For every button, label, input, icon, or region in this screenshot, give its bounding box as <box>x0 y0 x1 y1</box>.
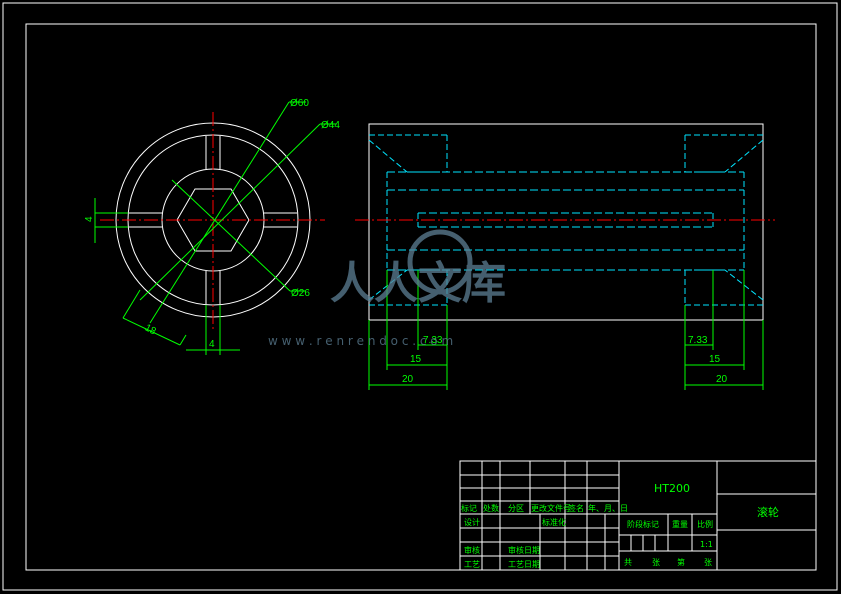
tb-stage-mark: 阶段标记 <box>627 519 659 529</box>
dim-left-20: 20 <box>402 374 414 385</box>
tb-approve-date: 审核日期 <box>508 545 540 555</box>
tb-zone: 分区 <box>508 504 524 513</box>
dia44-leader <box>139 123 321 301</box>
spokes <box>129 136 297 304</box>
dia26-leader <box>171 179 291 292</box>
tb-review: 审核 <box>464 545 480 555</box>
dim-right-7-33: 7.33 <box>688 335 708 346</box>
tb-doc-no: 更改文件号 <box>531 503 571 513</box>
tb-sheet-1: 张 <box>652 558 660 567</box>
watermark-url: w w w . r e n r e n d o c . c o m <box>268 334 453 348</box>
tb-no: 第 <box>677 557 685 567</box>
tb-weight: 重量 <box>672 519 688 529</box>
bore-hidden <box>387 171 744 271</box>
dim-dia44: Ø44 <box>321 120 340 131</box>
tb-part-name: 滚轮 <box>757 505 779 519</box>
tb-mark: 标记 <box>461 503 477 513</box>
dim-left-15: 15 <box>410 354 422 365</box>
inner-frame <box>25 23 817 571</box>
dim-left-7-33: 7.33 <box>423 335 443 346</box>
tb-sign: 签名 <box>568 503 584 513</box>
dia60-leader <box>149 101 290 324</box>
front-view: Ø60 Ø44 Ø26 18 4 4 <box>84 98 340 355</box>
dim-right-15: 15 <box>709 354 721 365</box>
dim-dia26: Ø26 <box>291 288 310 299</box>
side-outline <box>368 123 764 321</box>
tb-design: 设计 <box>464 517 480 527</box>
tb-scale-label: 比例 <box>697 519 713 529</box>
radial-dim-line <box>122 317 181 346</box>
tb-date: 年、月、日 <box>588 503 628 513</box>
watermark-logo-icon <box>407 229 473 295</box>
tb-standardize: 标准化 <box>542 517 566 527</box>
dim-right-20: 20 <box>716 374 728 385</box>
dim-slot-side: 4 <box>84 216 95 222</box>
watermark: 人人文库 w w w . r e n r e n d o c . c o m <box>268 229 506 348</box>
tb-sheet-2: 张 <box>704 558 712 567</box>
dim-dia60: Ø60 <box>290 98 309 109</box>
right-dim-lines <box>684 270 764 390</box>
dim-radial: 18 <box>143 322 158 337</box>
dim-slot: 4 <box>209 339 215 350</box>
side-view: 7.33 15 20 7.33 15 20 <box>355 123 775 390</box>
tb-process-date: 工艺日期 <box>508 560 540 569</box>
watermark-text: 人人文库 <box>330 258 506 309</box>
tb-process: 工艺 <box>464 560 480 569</box>
tb-scale: 1:1 <box>700 540 713 549</box>
tb-total: 共 <box>624 558 632 567</box>
left-dim-lines <box>368 270 448 390</box>
tb-count: 处数 <box>483 503 499 513</box>
tb-material: HT200 <box>654 482 690 495</box>
right-flange-hidden <box>684 134 764 306</box>
title-block: 标记 处数 分区 更改文件号 签名 年、月、日 设计 标准化 审核 审核日期 工… <box>459 460 817 571</box>
